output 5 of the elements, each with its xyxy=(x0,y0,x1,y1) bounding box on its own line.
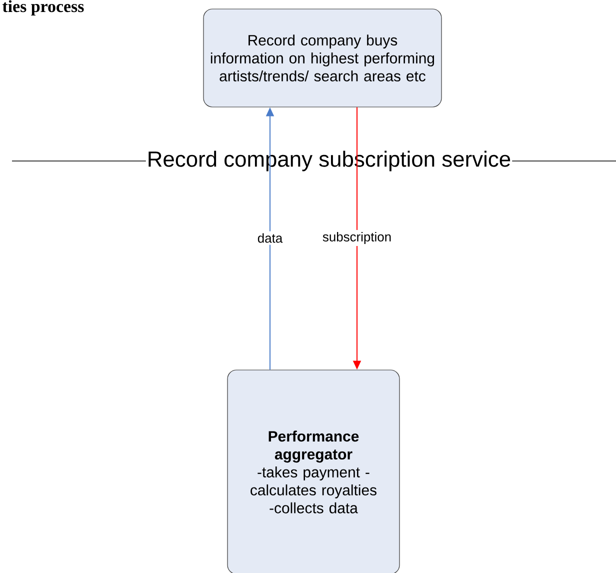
process-box: Performance aggregator -takes payment -calculates royalties -collects data xyxy=(227,370,400,573)
process-box: Record company buys information on highest performing artists/trends/ search areas etc xyxy=(203,8,442,108)
edge-label: data xyxy=(258,233,283,243)
edge-label: subscription xyxy=(322,232,391,244)
title: ties process xyxy=(2,0,84,16)
